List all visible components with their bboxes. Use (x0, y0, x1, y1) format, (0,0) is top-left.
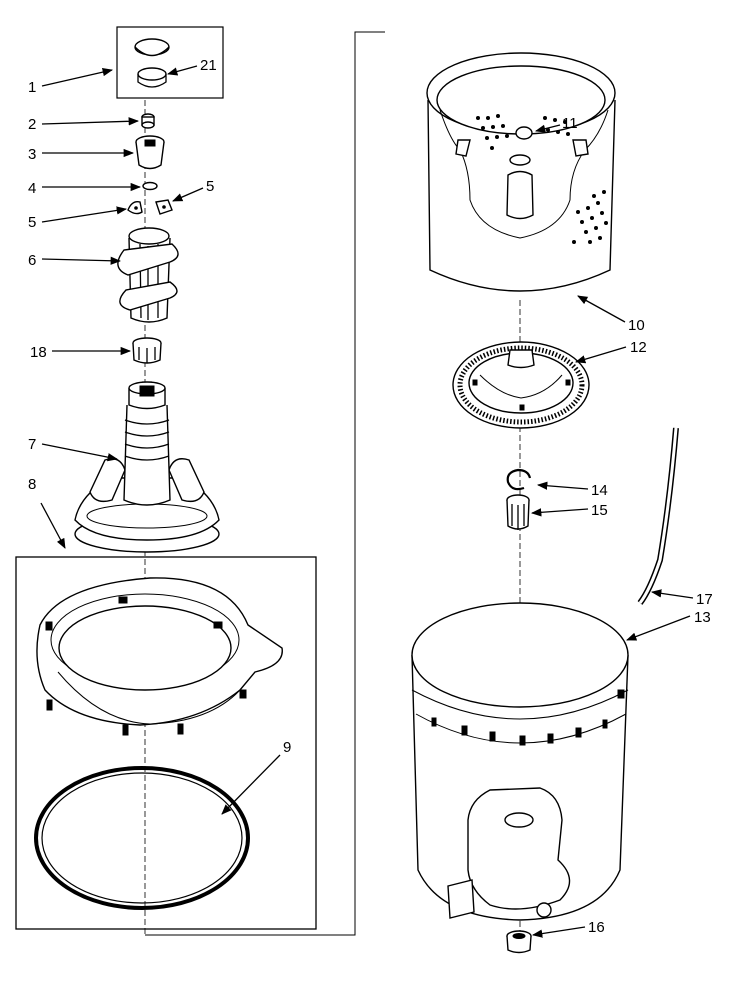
callout-1: 1 (28, 79, 36, 96)
part-hub-plate (452, 341, 590, 429)
callout-labels: 1 21 2 3 4 5 5 6 18 7 8 9 11 10 12 14 15… (28, 57, 713, 936)
part-hose (637, 427, 679, 605)
basket-perforations (476, 114, 608, 244)
leader-lines (40, 65, 694, 938)
part-cap-ring (137, 67, 167, 88)
part-washer (142, 181, 158, 191)
callout-5-left: 5 (28, 214, 36, 231)
callout-16: 16 (588, 919, 605, 936)
callout-2: 2 (28, 116, 36, 133)
part-dog-left (127, 200, 143, 215)
group-box-1 (116, 26, 224, 99)
part-snap-ring (506, 468, 532, 491)
part-outer-tub (411, 602, 629, 921)
callout-12: 12 (630, 339, 647, 356)
part-tub-cover (36, 577, 283, 736)
callout-14: 14 (591, 482, 608, 499)
callout-17: 17 (696, 591, 713, 608)
part-drive-block (74, 381, 220, 553)
callout-10: 10 (628, 317, 645, 334)
assembly-connector-line (145, 31, 385, 936)
callout-6: 6 (28, 252, 36, 269)
part-spin-basket (426, 52, 616, 292)
part-tub-ring (34, 766, 250, 910)
part-cam (135, 135, 165, 170)
part-spanner-nut (506, 494, 530, 530)
group-box-8 (15, 556, 317, 930)
part-drain-plug (506, 930, 532, 954)
part-dog-right (155, 199, 173, 215)
part-auger (117, 227, 179, 323)
callout-5-right: 5 (206, 178, 214, 195)
callout-21: 21 (200, 57, 217, 74)
part-cap (134, 38, 170, 57)
callout-18: 18 (30, 344, 47, 361)
tub-rim-slots (431, 689, 625, 746)
callout-8: 8 (28, 476, 36, 493)
callout-15: 15 (591, 502, 608, 519)
callout-4: 4 (28, 180, 36, 197)
part-bearing (132, 337, 162, 364)
callout-11: 11 (562, 115, 578, 132)
callout-3: 3 (28, 146, 36, 163)
callout-7: 7 (28, 436, 36, 453)
callout-13: 13 (694, 609, 711, 626)
callout-9: 9 (283, 739, 291, 756)
part-nut (141, 113, 155, 129)
